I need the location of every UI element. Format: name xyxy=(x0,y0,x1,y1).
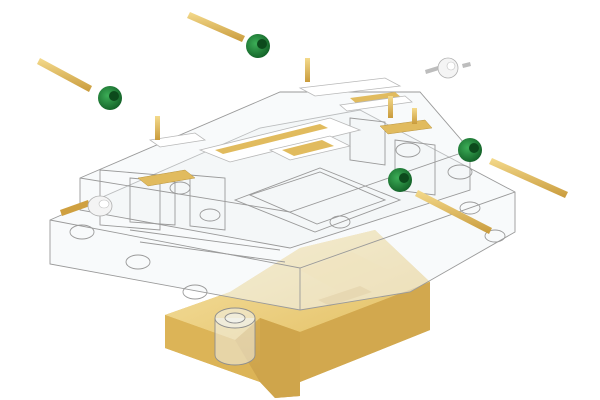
gold-pin-connector-2 xyxy=(187,12,270,58)
feedthrough-pin-2 xyxy=(425,57,471,79)
feedthrough-pin-1 xyxy=(60,195,113,217)
thin-film-substrates xyxy=(137,77,433,187)
gold-pin-connector-1 xyxy=(37,58,122,110)
transparent-post xyxy=(214,307,256,366)
gold-pin-connector-4 xyxy=(388,168,492,234)
vertical-gold-pins xyxy=(155,58,417,140)
transparent-housing xyxy=(49,91,516,311)
gold-pin-connector-3 xyxy=(458,138,568,198)
